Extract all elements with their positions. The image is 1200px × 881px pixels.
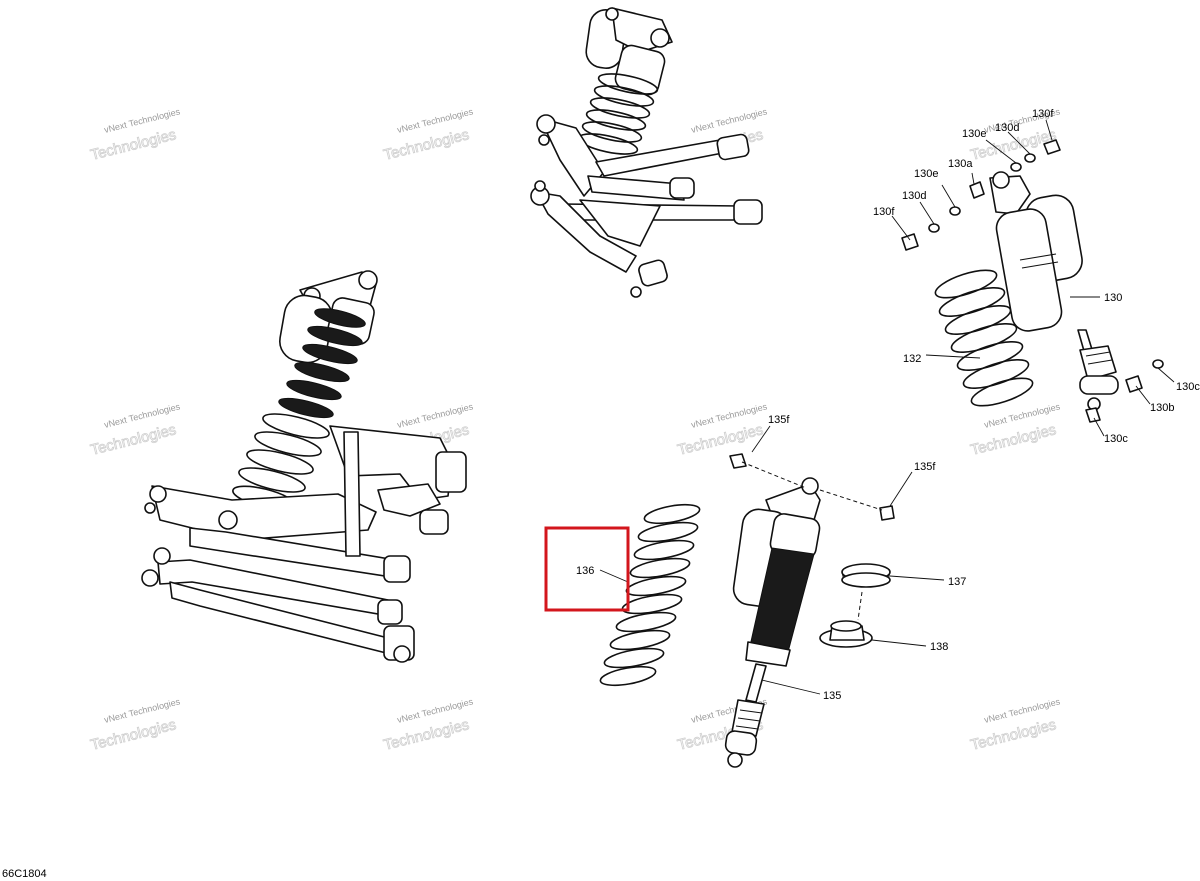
part-138: [819, 620, 873, 648]
left-suspension-assembly: [141, 270, 467, 663]
watermark-text: Technologies: [969, 421, 1058, 459]
callout-130f[interactable]: 130f: [873, 206, 895, 218]
part-137: [841, 563, 891, 621]
hardware-135f: [729, 453, 895, 521]
watermark-text: Technologies: [676, 421, 765, 459]
selected-part-highlight: [544, 526, 630, 612]
watermark-text: Technologies: [89, 126, 178, 164]
spring-132: [934, 269, 1034, 407]
callout-130b[interactable]: 130b: [1150, 402, 1174, 414]
callout-130e[interactable]: 130e: [962, 128, 986, 140]
watermark-text: Technologies: [89, 716, 178, 754]
callout-135f[interactable]: 135f: [914, 461, 936, 473]
callout-132[interactable]: 132: [903, 353, 921, 365]
watermark-text: Technologies: [382, 126, 471, 164]
callout-130a[interactable]: 130a: [948, 158, 973, 170]
leader-lines: [599, 119, 1175, 695]
callout-137[interactable]: 137: [948, 576, 966, 588]
callout-130f[interactable]: 130f: [1032, 108, 1054, 120]
callout-130d[interactable]: 130d: [995, 122, 1019, 134]
callout-136[interactable]: 136: [576, 565, 594, 577]
watermark-text: Technologies: [89, 421, 178, 459]
diagram-code: 66C1804: [2, 868, 47, 880]
callout-138[interactable]: 138: [930, 641, 948, 653]
callout-135[interactable]: 135: [823, 690, 841, 702]
callout-130c[interactable]: 130c: [1104, 433, 1128, 445]
callout-130[interactable]: 130: [1104, 292, 1122, 304]
watermark-text: Technologies: [969, 716, 1058, 754]
watermark-text: Technologies: [382, 716, 471, 754]
callout-130d[interactable]: 130d: [902, 190, 926, 202]
shock-130-assembly: [901, 139, 1164, 423]
spring-136: [599, 503, 701, 687]
top-suspension-assembly: [530, 7, 763, 298]
callout-135f[interactable]: 135f: [768, 414, 790, 426]
callout-130e[interactable]: 130e: [914, 168, 938, 180]
shock-135-assembly: [724, 477, 821, 768]
callout-labels: 130f 130e 130d 130d 130e 130a 130f 130 1…: [576, 108, 1200, 702]
callout-130c[interactable]: 130c: [1176, 381, 1200, 393]
